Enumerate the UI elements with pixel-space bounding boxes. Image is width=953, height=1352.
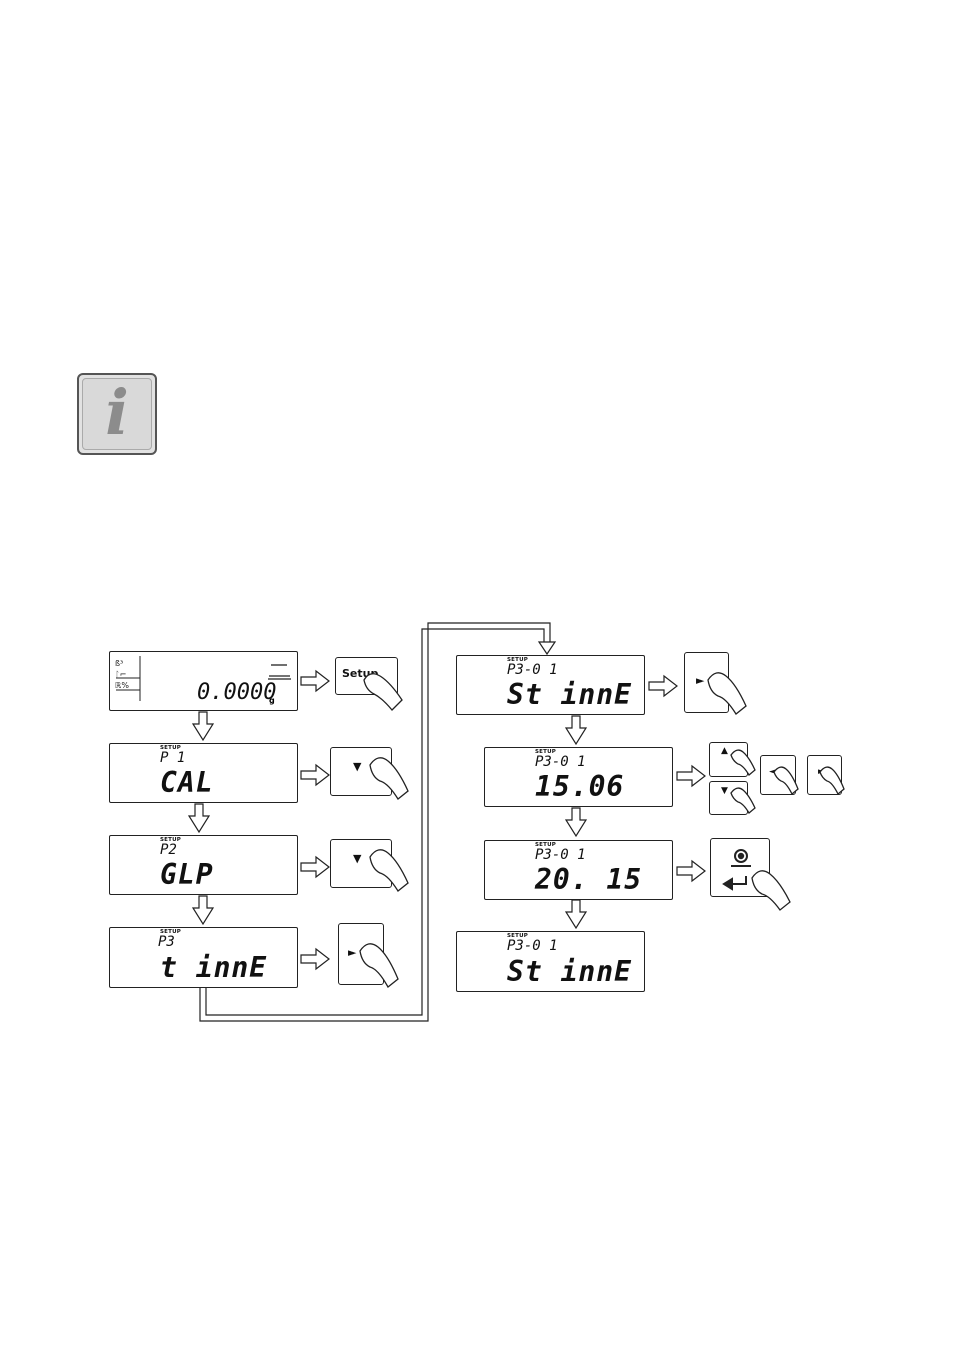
home-level-indicator xyxy=(268,665,291,679)
finger-right-2 xyxy=(708,673,746,714)
finger-enter xyxy=(752,871,790,910)
right-arrow-2 xyxy=(301,765,329,785)
down-arrow-1 xyxy=(193,712,213,740)
right-arrow-1 xyxy=(301,671,329,691)
finger-right-small xyxy=(820,767,844,794)
right-arrow-3 xyxy=(301,857,329,877)
down-arrow-3 xyxy=(193,896,213,924)
home-left-icons xyxy=(116,656,140,701)
down-arrow-5 xyxy=(566,808,586,836)
down-arrow-6 xyxy=(566,900,586,928)
right-arrow-6 xyxy=(677,766,705,786)
finger-down-small xyxy=(731,788,755,813)
finger-up xyxy=(731,750,755,775)
right-arrow-5 xyxy=(649,676,677,696)
finger-right-1 xyxy=(360,944,398,987)
finger-down-2 xyxy=(370,850,408,891)
enter-key-symbol xyxy=(724,850,751,889)
connector-arrowhead xyxy=(539,642,555,654)
right-arrow-7 xyxy=(677,861,705,881)
finger-setup xyxy=(364,674,402,710)
down-arrow-2 xyxy=(189,804,209,832)
finger-strokes xyxy=(360,673,844,987)
right-arrow-4 xyxy=(301,949,329,969)
down-arrow-4 xyxy=(566,716,586,744)
finger-left xyxy=(774,767,798,794)
finger-down-1 xyxy=(370,758,408,799)
